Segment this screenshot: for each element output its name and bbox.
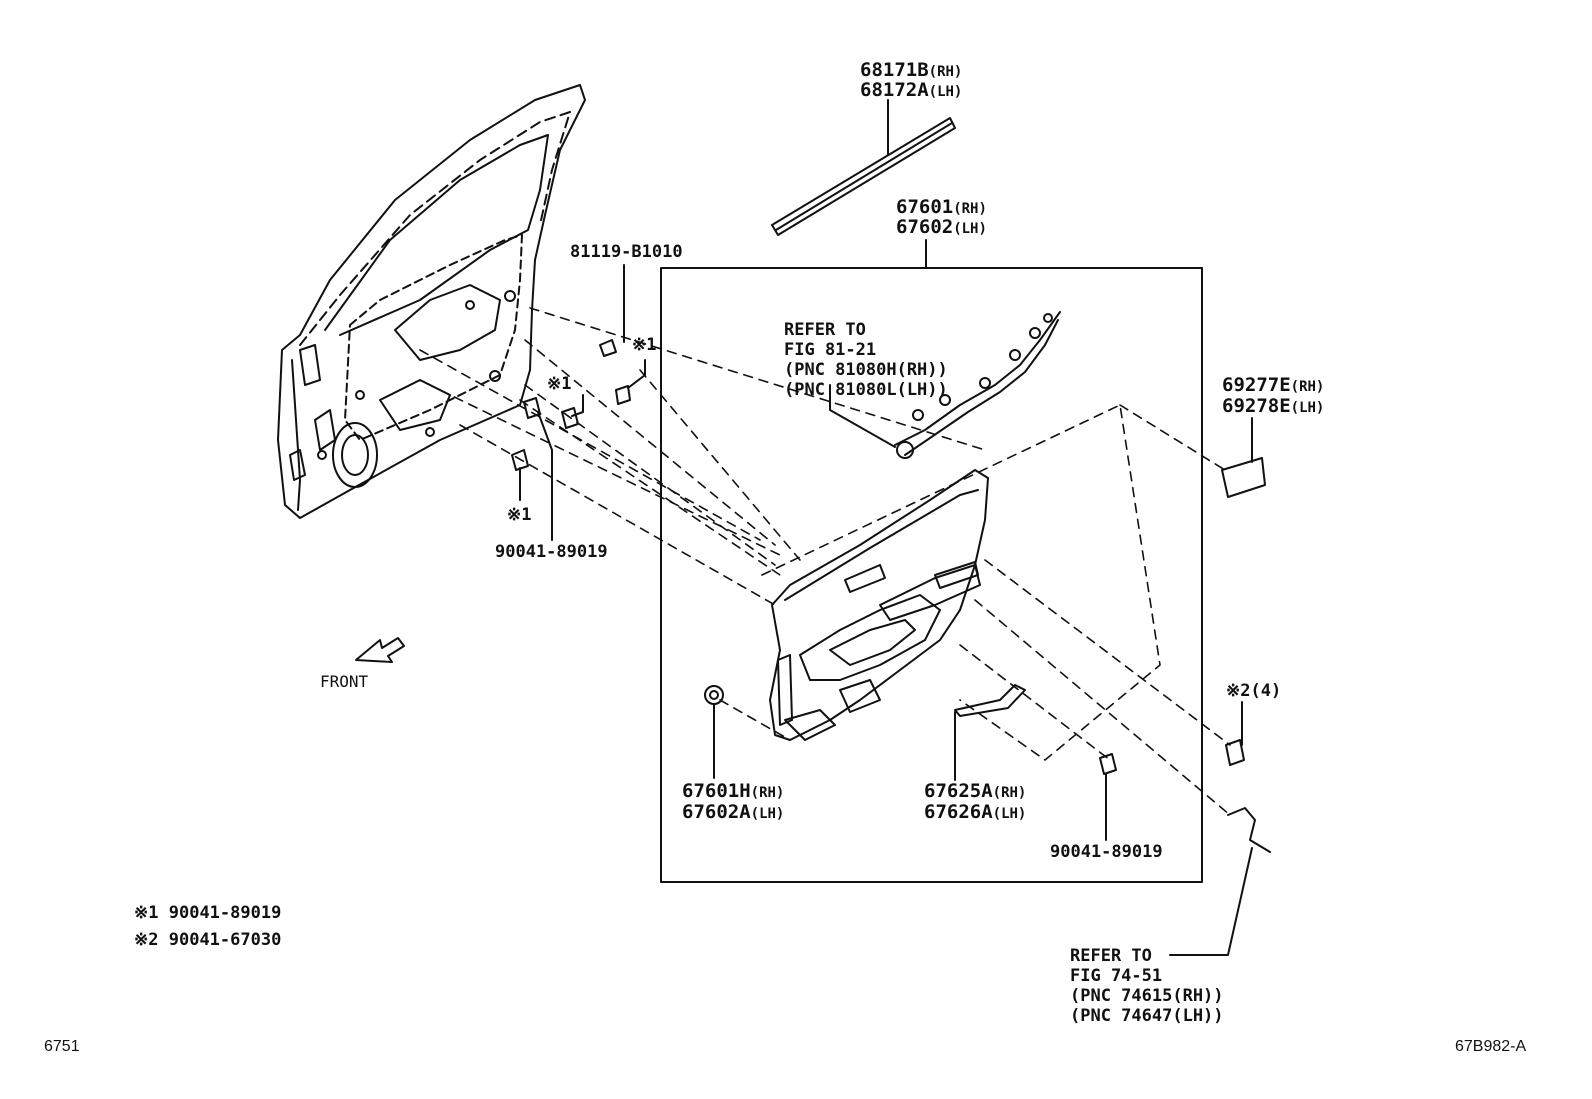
- ref-line: (PNC 81080L(LH)): [784, 380, 948, 400]
- illustration-code: 67B982-A: [1455, 1038, 1527, 1055]
- legend-mark: ※2: [134, 930, 159, 950]
- label-67626a: 67626A(LH): [924, 802, 1026, 824]
- part-number: 68172A: [860, 79, 929, 101]
- part-number: 67602: [896, 216, 954, 238]
- garnish-drawing: [1221, 457, 1266, 498]
- part-number: 67602A: [682, 801, 751, 823]
- label-81119-b1010: 81119-B1010: [570, 242, 683, 262]
- label-68171b: 68171B(RH): [860, 60, 962, 82]
- ref-line: REFER TO: [784, 320, 866, 340]
- front-label: FRONT: [320, 672, 369, 691]
- part-number: 69278E: [1222, 395, 1291, 417]
- ref-line: (PNC 74615(RH)): [1070, 986, 1224, 1006]
- mark-1-middle: ※1: [547, 374, 572, 394]
- weatherstrip-drawing: [771, 117, 956, 236]
- legend-mark: ※1: [134, 903, 159, 923]
- legend-row-2: ※2 90041-67030: [134, 930, 281, 950]
- door-trim-panel-drawing: [769, 469, 989, 741]
- ref-line: FIG 81-21: [784, 340, 877, 360]
- dashed-lines: [419, 307, 1231, 816]
- part-number: 67625A: [924, 780, 993, 802]
- side-tag: (LH): [750, 806, 785, 822]
- mark-1-upper: ※1: [632, 335, 657, 355]
- leader-lines: [519, 99, 1253, 956]
- part-number: 68171B: [860, 59, 929, 81]
- door-inner-panel-drawing: [277, 84, 586, 519]
- side-tag: (LH): [928, 84, 963, 100]
- label-67602a: 67602A(LH): [682, 802, 784, 824]
- label-67625a: 67625A(RH): [924, 781, 1026, 803]
- part-number: 67626A: [924, 801, 993, 823]
- ref-line: (PNC 74647(LH)): [1070, 1006, 1224, 1026]
- label-67601h: 67601H(RH): [682, 781, 784, 803]
- side-tag: (RH): [1290, 379, 1325, 395]
- ref-line: (PNC 81080H(RH)): [784, 360, 948, 380]
- wire-harness-drawing: [894, 311, 1061, 459]
- figure-number: 6751: [44, 1038, 80, 1055]
- legend-part: 90041-67030: [168, 930, 282, 950]
- part-number: 67601H: [682, 780, 751, 802]
- side-tag: (LH): [953, 221, 987, 237]
- side-tag: (LH): [992, 806, 1027, 822]
- label-67601: 67601(RH): [896, 197, 987, 219]
- side-tag: (RH): [750, 785, 785, 801]
- label-68172a: 68172A(LH): [860, 80, 962, 102]
- label-90041-89019-right: 90041-89019: [1050, 842, 1163, 862]
- label-69278e: 69278E(LH): [1222, 396, 1324, 418]
- side-tag: (RH): [992, 785, 1027, 801]
- legend-part: 90041-89019: [168, 903, 282, 923]
- mark-1-lower: ※1: [507, 505, 532, 525]
- part-number: 69277E: [1222, 374, 1291, 396]
- legend-row-1: ※1 90041-89019: [134, 903, 281, 923]
- side-tag: (LH): [1290, 400, 1325, 416]
- label-67602: 67602(LH): [896, 217, 987, 239]
- ref-line: REFER TO: [1070, 946, 1152, 966]
- label-69277e: 69277E(RH): [1222, 375, 1324, 397]
- mark-2-qty: ※2(4): [1226, 681, 1282, 701]
- part-number: 67601: [896, 196, 954, 218]
- label-90041-89019-left: 90041-89019: [495, 542, 608, 562]
- side-tag: (RH): [953, 201, 987, 217]
- front-arrow-icon: [355, 637, 405, 663]
- side-tag: (RH): [928, 64, 963, 80]
- ref-line: FIG 74-51: [1070, 966, 1163, 986]
- assembly-box: [660, 267, 1203, 883]
- clips-drawing: [511, 339, 1271, 853]
